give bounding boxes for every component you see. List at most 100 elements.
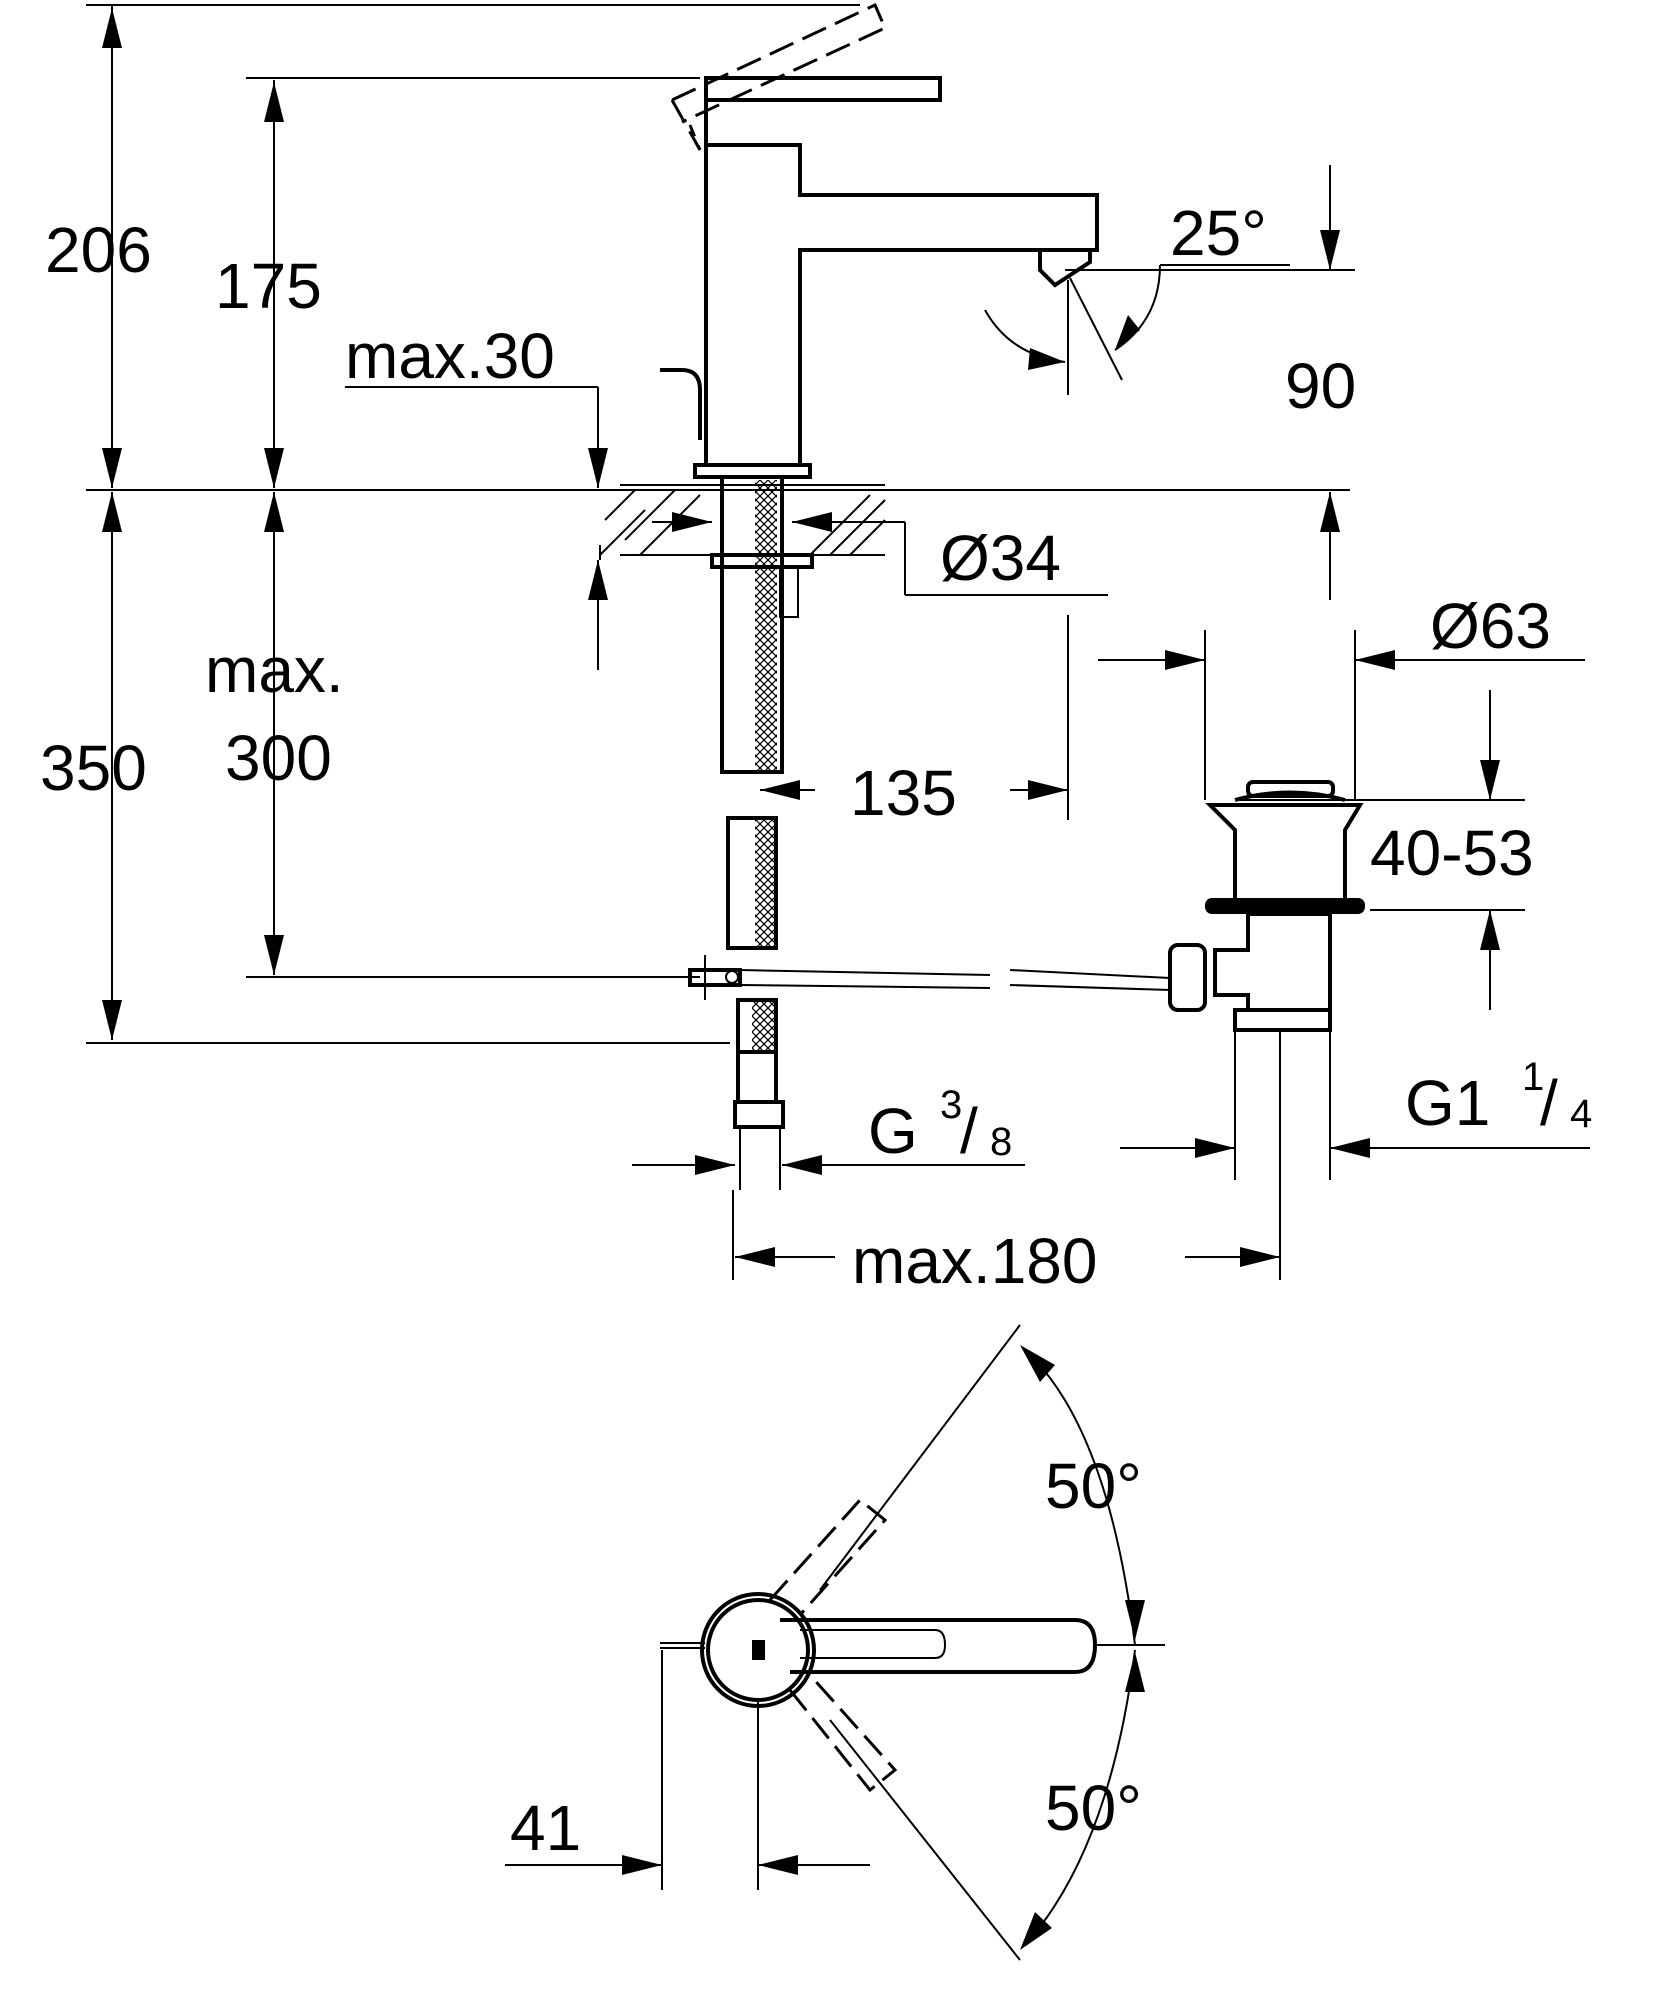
shank — [720, 475, 784, 774]
hose-mesh-1 — [755, 480, 777, 772]
label-g38-num: 3 — [940, 1083, 962, 1127]
arrow — [735, 1247, 775, 1267]
popup-waste — [1168, 780, 1365, 1280]
label-g38-slash: / — [960, 1095, 978, 1167]
arrow — [1320, 492, 1340, 532]
pull-rod-top-1 — [739, 969, 991, 976]
lever-tilted-edge — [670, 99, 702, 151]
label-dia34: Ø34 — [940, 522, 1061, 594]
angle-line-down — [829, 1719, 1021, 1961]
arrow — [1480, 760, 1500, 800]
faucet-top-view — [505, 1324, 1165, 1961]
arrow — [102, 492, 122, 532]
label-g114-num: 1 — [1522, 1055, 1544, 1099]
label-max: max. — [205, 634, 344, 706]
label-41: 41 — [510, 1792, 581, 1864]
dimension-labels: 206 175 max.30 25° 90 Ø34 Ø63 max. 300 3… — [40, 197, 1592, 1864]
dimension-lines — [86, 4, 1590, 1280]
arrow — [1165, 650, 1205, 670]
pull-rod-top-2 — [1009, 969, 1171, 979]
label-90: 90 — [1285, 350, 1356, 422]
label-max180: max.180 — [852, 1225, 1097, 1297]
faucet-side-view — [660, 2, 1099, 479]
arrow — [588, 448, 608, 488]
arrow — [1320, 230, 1340, 270]
hose-section-2 — [726, 816, 778, 950]
label-25deg: 25° — [1170, 197, 1267, 269]
arrow — [1240, 1247, 1280, 1267]
arrow — [758, 1855, 798, 1875]
angle-25-arc — [1114, 264, 1161, 351]
angle-25-arc-2 — [984, 309, 1066, 363]
waste-plug-top — [1246, 780, 1335, 798]
label-g38-den: 8 — [990, 1120, 1012, 1164]
arrow — [1020, 1912, 1052, 1950]
arrow — [622, 1855, 662, 1875]
lever-left-rotated — [768, 1497, 888, 1617]
lever — [704, 76, 942, 145]
popup-rod — [660, 368, 702, 440]
label-g114-slash: / — [1540, 1067, 1558, 1139]
faucet-body — [704, 143, 1099, 467]
label-max30: max.30 — [345, 320, 555, 392]
angle-25-spray-line — [1069, 277, 1123, 381]
hose-mesh-3 — [752, 1002, 774, 1050]
label-g114-den: 4 — [1570, 1092, 1592, 1136]
arrow — [102, 8, 122, 48]
arrow — [695, 1155, 735, 1175]
hose-nut — [733, 1100, 785, 1129]
arrow — [672, 512, 712, 532]
arrow — [1028, 780, 1068, 800]
countertop-section — [86, 475, 1350, 774]
arrow — [264, 448, 284, 488]
arrow — [1115, 315, 1140, 350]
top-lever-inset — [800, 1629, 947, 1659]
arrow — [102, 1000, 122, 1040]
label-300: 300 — [225, 722, 332, 794]
arrow — [1125, 1652, 1145, 1692]
waste-seal-ring — [1205, 898, 1365, 914]
waste-plug-cap — [1234, 790, 1346, 802]
label-50-bottom: 50° — [1045, 1772, 1142, 1844]
arrow — [782, 1155, 822, 1175]
arrow — [264, 492, 284, 532]
lever-tilted-position — [671, 2, 887, 124]
label-dia63: Ø63 — [1430, 590, 1551, 662]
label-350: 350 — [40, 732, 147, 804]
arrow — [792, 512, 832, 532]
arc-50-top — [1034, 1359, 1136, 1646]
label-50-top: 50° — [1045, 1450, 1142, 1522]
arrow — [760, 780, 800, 800]
arrow — [1020, 1345, 1055, 1382]
counter-hatch — [599, 489, 886, 556]
waste-tail-ring — [1233, 1008, 1332, 1032]
label-g114-g1: G1 — [1405, 1067, 1490, 1139]
clamp-screw — [725, 970, 739, 984]
label-g38-g: G — [868, 1095, 918, 1167]
arrow — [1480, 910, 1500, 950]
waste-flange-body — [1205, 803, 1364, 902]
pull-rod — [739, 969, 1171, 991]
arrow — [102, 448, 122, 488]
angle-line-up — [819, 1324, 1021, 1591]
hose-fitting — [736, 1050, 778, 1104]
arrow — [588, 560, 608, 600]
pull-rod-bot-1 — [739, 984, 991, 989]
arrow — [1355, 650, 1395, 670]
arrow — [1028, 348, 1065, 370]
arrow — [1195, 1138, 1235, 1158]
waste-lower-body — [1213, 912, 1332, 1012]
arrow — [264, 935, 284, 975]
arrow — [264, 82, 284, 122]
label-135: 135 — [850, 757, 957, 829]
mounting-nut — [710, 553, 814, 569]
label-40-53: 40-53 — [1370, 817, 1534, 889]
hose-mesh-2 — [755, 820, 775, 946]
arrow — [1330, 1138, 1370, 1158]
supply-hoses — [688, 816, 785, 1190]
arrow — [1125, 1600, 1145, 1640]
lever-right-rotated — [788, 1673, 898, 1793]
connector — [779, 566, 799, 618]
top-hole — [752, 1640, 765, 1660]
